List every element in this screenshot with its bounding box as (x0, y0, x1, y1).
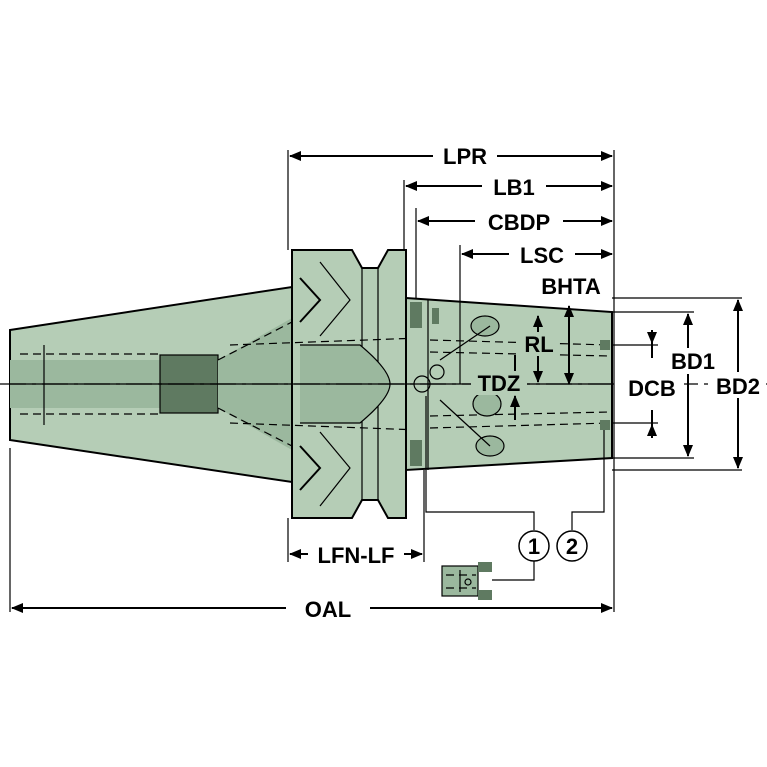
callout-2: 2 (556, 430, 605, 562)
label-lb1: LB1 (493, 175, 535, 200)
clamp-screw-detail (441, 562, 492, 600)
label-rl: RL (524, 332, 553, 357)
callout-1: 1 (425, 396, 550, 581)
extension-lines (9, 150, 742, 612)
label-lfn-lf: LFN-LF (318, 543, 395, 568)
callout-2-number: 2 (566, 534, 578, 559)
label-lsc: LSC (520, 243, 564, 268)
callout-1-number: 1 (528, 534, 540, 559)
label-cbdp: CBDP (488, 210, 550, 235)
label-oal: OAL (305, 597, 351, 622)
dimension-labels: LPR LB1 CBDP LSC BHTA RL TDZ BD1 DCB BD2… (286, 143, 766, 622)
clamp-screws (410, 302, 505, 466)
label-bhta: BHTA (541, 274, 601, 299)
label-bd2: BD2 (716, 374, 760, 399)
label-bd1: BD1 (671, 349, 715, 374)
label-tdz: TDZ (478, 371, 521, 396)
label-dcb: DCB (628, 376, 676, 401)
label-lpr: LPR (443, 144, 487, 169)
